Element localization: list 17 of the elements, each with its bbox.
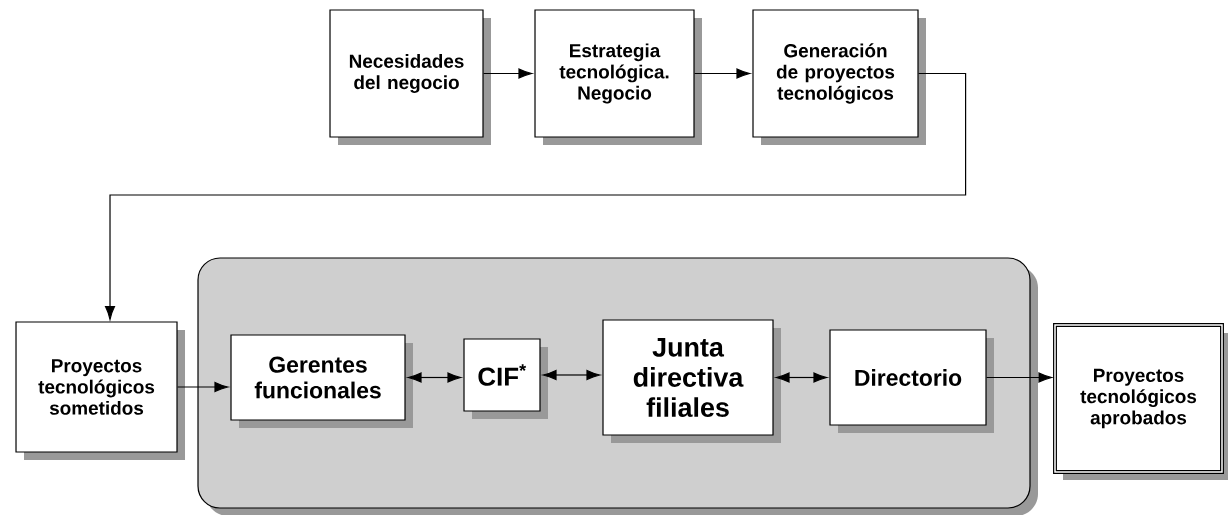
- process-box: Estrategia tecnológica. Negocio: [534, 9, 702, 145]
- process-box: Proyectos tecnológicos aprobados: [1053, 323, 1228, 480]
- arrow: [483, 68, 533, 79]
- arrow: [694, 68, 751, 79]
- process-box: Gerentes funcionales: [230, 334, 413, 428]
- arrow: [104, 72, 967, 320]
- process-box: Junta directiva filiales: [602, 319, 781, 443]
- process-box: Necesidades del negocio: [329, 9, 491, 145]
- arrow: [407, 372, 462, 383]
- arrow: [542, 369, 601, 381]
- arrow: [986, 372, 1053, 383]
- arrow: [177, 381, 229, 393]
- process-box: Directorio: [829, 329, 994, 433]
- process-box: CIF$^{*}$: [463, 338, 548, 419]
- process-box: Proyectos tecnológicos sometidos: [15, 321, 185, 460]
- process-box: Generación de proyectos tecnológicos: [752, 9, 926, 145]
- arrow: [775, 372, 828, 383]
